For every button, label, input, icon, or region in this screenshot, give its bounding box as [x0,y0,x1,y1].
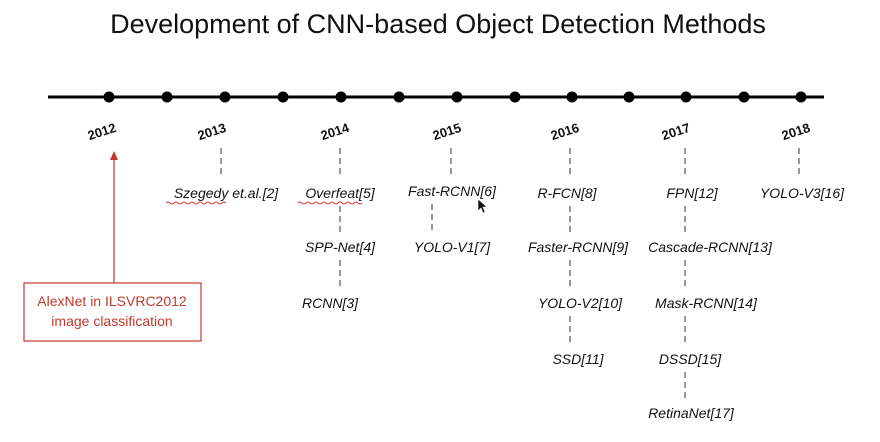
method-overfeat: Overfeat[5] [305,185,375,201]
timeline-dot-year [219,91,231,103]
year-labels: 2012 2013 2014 2015 2016 2017 2018 [86,120,812,143]
method-fast-rcnn: Fast-RCNN[6] [408,183,497,199]
year-label-2016: 2016 [549,120,581,143]
diagram-title: Development of CNN-based Object Detectio… [110,9,766,39]
spellcheck-underline [165,201,227,205]
method-r-fcn: R-FCN[8] [537,185,597,201]
timeline-dot-year [795,91,807,103]
timeline-dot [738,91,750,103]
column-2016: R-FCN[8] Faster-RCNN[9] YOLO-V2[10] SSD[… [528,148,629,367]
column-2018: YOLO-V3[16] [760,148,845,201]
annotation-box [23,282,202,342]
column-2017: FPN[12] Cascade-RCNN[13] Mask-RCNN[14] D… [648,148,773,421]
method-rcnn: RCNN[3] [302,295,359,311]
mouse-cursor-icon [477,198,488,214]
method-retinanet: RetinaNet[17] [648,405,735,421]
annotation-line-2: image classification [51,313,172,329]
timeline-dot-year [335,91,347,103]
year-label-2013: 2013 [196,120,228,143]
year-label-2018: 2018 [780,120,812,143]
timeline-dot-year [680,91,692,103]
method-yolo-v2: YOLO-V2[10] [538,295,623,311]
method-spp-net: SPP-Net[4] [305,239,376,255]
method-faster-rcnn: Faster-RCNN[9] [528,239,629,255]
annotation-line-1: AlexNet in ILSVRC2012 [37,293,187,309]
method-ssd: SSD[11] [552,351,604,367]
method-yolo-v1: YOLO-V1[7] [414,239,491,255]
alexnet-annotation: AlexNet in ILSVRC2012 image classificati… [23,151,202,342]
timeline-dot [161,91,173,103]
column-2013: Szegedy et.al.[2] [165,148,279,205]
method-yolo-v3: YOLO-V3[16] [760,185,845,201]
timeline-dot [393,91,405,103]
year-label-2012: 2012 [86,120,118,143]
timeline-dots [103,91,807,103]
timeline-dot-year [103,91,115,103]
year-label-2015: 2015 [431,120,463,143]
arrow-up-icon [110,151,118,160]
timeline-dot-year [566,91,578,103]
column-2015: Fast-RCNN[6] YOLO-V1[7] [408,148,497,255]
year-label-2014: 2014 [319,120,352,143]
timeline-dot-year [451,91,463,103]
method-fpn: FPN[12] [666,185,718,201]
method-szegedy: Szegedy et.al.[2] [174,185,279,201]
timeline-dot [277,91,289,103]
timeline-dot [509,91,521,103]
method-cascade-rcnn: Cascade-RCNN[13] [648,239,773,255]
method-dssd: DSSD[15] [659,351,722,367]
year-label-2017: 2017 [660,120,692,143]
timeline-dot [623,91,635,103]
spellcheck-underline [297,201,363,205]
column-2014: Overfeat[5] SPP-Net[4] RCNN[3] [297,148,376,311]
method-mask-rcnn: Mask-RCNN[14] [655,295,758,311]
